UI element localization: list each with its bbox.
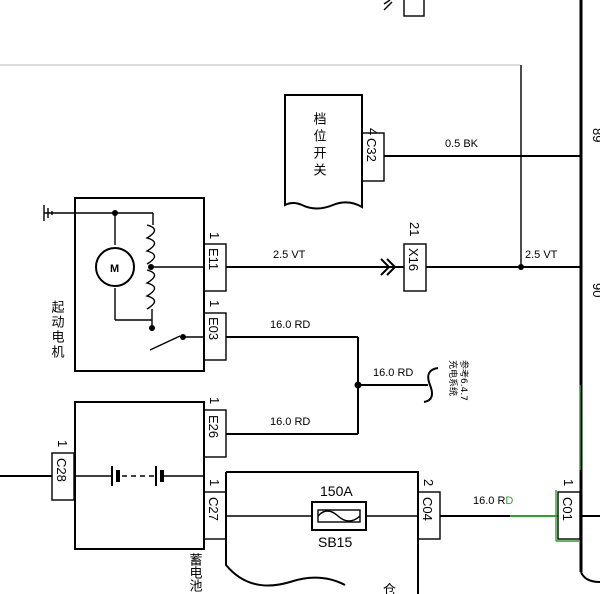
svg-text:4: 4 xyxy=(365,128,380,135)
svg-text:E03: E03 xyxy=(206,317,221,340)
motor-symbol: M xyxy=(110,263,119,275)
svg-text:2: 2 xyxy=(421,479,436,486)
svg-text:1: 1 xyxy=(207,232,222,239)
svg-text:1: 1 xyxy=(55,440,70,447)
gear-position-switch: 档位开关 xyxy=(284,94,363,210)
fuse-box: 150A SB15 仓 xyxy=(225,471,419,594)
svg-text:1: 1 xyxy=(207,300,222,307)
field-coil-upper xyxy=(145,224,156,265)
starter-motor: M 起动电机 xyxy=(49,197,205,372)
svg-text:C27: C27 xyxy=(206,497,221,521)
svg-text:E26: E26 xyxy=(206,415,221,438)
svg-text:1: 1 xyxy=(561,479,576,486)
starter-motor-label: 起动电机 xyxy=(49,300,65,360)
wire-label-bk: 0.5 BK xyxy=(445,138,479,150)
continuation-arrow-icon xyxy=(423,367,439,403)
svg-text:C01: C01 xyxy=(560,497,575,521)
connector-e11: 1 E11 xyxy=(203,232,227,292)
svg-text:C04: C04 xyxy=(420,497,435,521)
fuse-icon xyxy=(311,501,367,531)
battery-label: 蓄电池 xyxy=(187,553,203,592)
junction-dot xyxy=(518,264,524,270)
field-coil-lower xyxy=(145,269,156,310)
ground-icon xyxy=(43,205,75,221)
connector-c04: 2 C04 xyxy=(417,479,441,540)
svg-text:1: 1 xyxy=(207,479,222,486)
connector-e03: 1 E03 xyxy=(203,300,227,361)
ref-note-line1: 参考6.4.7 xyxy=(458,360,470,401)
svg-text:21: 21 xyxy=(407,222,422,236)
connector-c32: 4 C32 xyxy=(361,128,385,182)
fuse-rating: 150A xyxy=(320,483,353,499)
svg-text:C28: C28 xyxy=(54,458,69,482)
battery: 蓄电池 xyxy=(0,401,205,592)
connector-c01: 1 C01 xyxy=(555,479,581,542)
fuse-box-label: 仓 xyxy=(383,583,396,594)
wire-label-vt-left: 2.5 VT xyxy=(273,249,306,261)
connector-e26: 1 E26 xyxy=(203,397,227,458)
top-partial-connector xyxy=(383,0,425,17)
bus-pin-bottom: 90 xyxy=(590,283,600,297)
wire-label-rd-mid: 16.0 RD xyxy=(373,367,413,379)
solenoid-switch-icon xyxy=(149,335,181,351)
gear-switch-label: 档位开关 xyxy=(311,112,327,180)
connector-x16: 21 X16 xyxy=(403,222,427,292)
fuse-id: SB15 xyxy=(318,534,352,550)
connector-c28: 1 C28 xyxy=(51,440,75,501)
bus-bar-curve xyxy=(580,571,600,583)
svg-text:X16: X16 xyxy=(406,248,421,271)
connector-arrow-icon xyxy=(380,258,397,276)
wire-label-rd-e03: 16.0 RD xyxy=(270,319,310,331)
wire-label-rd-c04: 16.0 RD xyxy=(473,495,513,507)
wire-label-vt-right: 2.5 VT xyxy=(525,249,558,261)
motor-icon xyxy=(95,247,135,287)
svg-text:C32: C32 xyxy=(364,138,379,162)
connector-c27: 1 C27 xyxy=(203,479,227,540)
bus-pin-top: 89 xyxy=(590,128,600,142)
wire-label-rd-e26: 16.0 RD xyxy=(270,416,310,428)
svg-text:E11: E11 xyxy=(206,248,221,270)
svg-text:1: 1 xyxy=(207,397,222,404)
ref-note-line2: 充电系统 xyxy=(447,360,459,396)
